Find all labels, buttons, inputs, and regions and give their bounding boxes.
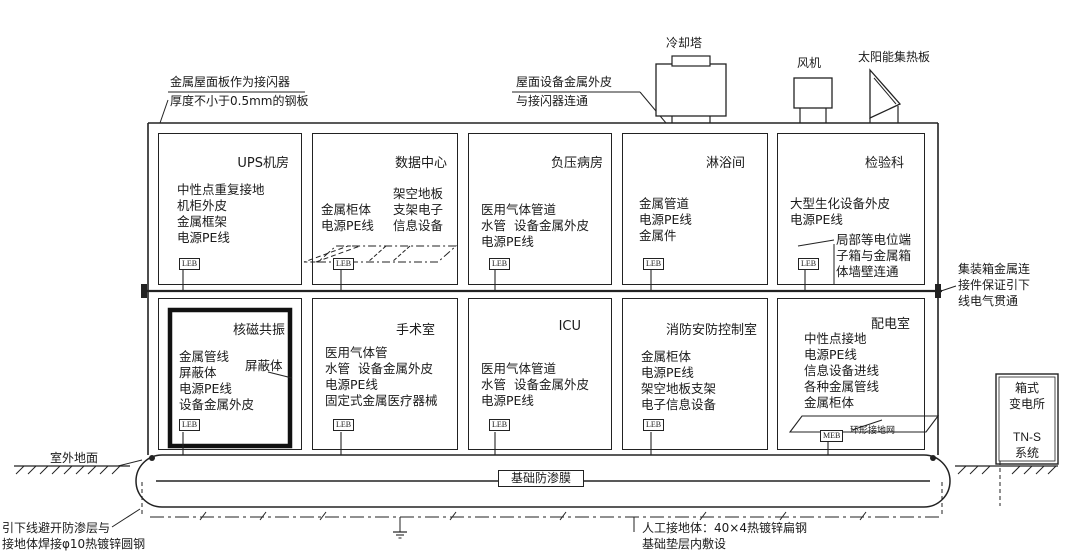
room-items: 金属管道 电源PE线 金属件 <box>639 196 692 243</box>
ring-earth-grid <box>788 415 940 433</box>
leb-box: LEB <box>179 258 201 270</box>
leb-box: LEB <box>179 419 201 431</box>
downconductor-leader <box>111 508 141 528</box>
substation-line1: 箱式 <box>1014 381 1039 395</box>
callout-leader <box>797 239 835 247</box>
electrode-note-line2: 基础垫层内敷设 <box>642 537 727 551</box>
room-data-center: 数据中心 金属柜体 电源PE线 架空地板 支架电子 信息设备 LEB <box>312 133 458 285</box>
leb-box: LEB <box>643 258 665 270</box>
left-connector <box>141 284 147 298</box>
leb-box: LEB <box>333 419 355 431</box>
equip-note-line2: 与接闪器连通 <box>516 94 589 108</box>
cooling-tower-top <box>671 55 711 67</box>
room-items-left: 金属柜体 电源PE线 <box>321 202 374 233</box>
room-items-right: 架空地板 支架电子 信息设备 <box>393 186 444 233</box>
substation-box <box>995 373 1059 465</box>
solar-panel-frame <box>869 68 902 120</box>
leb-box: LEB <box>489 419 511 431</box>
cooling-tower-body <box>655 63 727 117</box>
room-negative-pressure: 负压病房 医用气体管道 水管 设备金属外皮 电源PE线 LEB <box>468 133 612 285</box>
room-items: 大型生化设备外皮 电源PE线 <box>790 196 891 227</box>
equip-note-line1: 屋面设备金属外皮 <box>516 75 613 89</box>
meb-box: MEB <box>820 430 844 442</box>
leb-box: LEB <box>798 258 820 270</box>
room-ups: UPS机房 中性点重复接地 机柜外皮 金属框架 电源PE线 LEB <box>158 133 302 285</box>
room-laboratory: 检验科 大型生化设备外皮 电源PE线 LEB 局部等电位端 子箱与金属箱 体墙壁… <box>777 133 925 285</box>
substation-line3: TN-S <box>1013 430 1041 444</box>
room-items: 医用气体管 水管 设备金属外皮 电源PE线 固定式金属医疗器械 <box>325 345 438 408</box>
room-shower: 淋浴间 金属管道 电源PE线 金属件 LEB <box>622 133 768 285</box>
room-icu: ICU 医用气体管道 水管 设备金属外皮 电源PE线 LEB <box>468 298 612 450</box>
shield-label: 屏蔽体 <box>245 358 283 373</box>
leb-box: LEB <box>333 258 355 270</box>
container-note: 集装箱金属连 接件保证引下 线电气贯通 <box>958 262 1031 308</box>
roof-note-leader <box>159 99 169 124</box>
cooling-tower-label: 冷却塔 <box>666 36 703 50</box>
room-mri: 核磁共振 金属管线 屏蔽体 电源PE线 设备金属外皮 屏蔽体 LEB <box>158 298 302 450</box>
data-floor <box>316 245 458 263</box>
room-title: 核磁共振 <box>232 323 285 338</box>
downconductor-note-line1: 引下线避开防渗层与 <box>2 521 111 535</box>
room-title: 配电室 <box>870 317 910 332</box>
room-title: UPS机房 <box>237 156 289 171</box>
room-operating: 手术室 医用气体管 水管 设备金属外皮 电源PE线 固定式金属医疗器械 LEB <box>312 298 458 450</box>
substation-line4: 系统 <box>1014 446 1039 460</box>
room-items: 医用气体管道 水管 设备金属外皮 电源PE线 <box>481 202 589 249</box>
room-title: 手术室 <box>395 323 435 338</box>
room-title: ICU <box>558 319 581 334</box>
room-items: 医用气体管道 水管 设备金属外皮 电源PE线 <box>481 361 589 408</box>
outdoor-ground-label: 室外地面 <box>50 451 99 465</box>
substation-line2: 变电所 <box>1008 397 1045 411</box>
room-title: 淋浴间 <box>705 156 745 171</box>
room-title: 消防安防控制室 <box>665 323 757 338</box>
room-items: 中性点重复接地 机柜外皮 金属框架 电源PE线 <box>177 182 265 245</box>
downconductor-note-line2: 接地体焊接φ10热镀锌圆钢 <box>2 537 146 551</box>
foundation-membrane-label: 基础防渗膜 <box>498 470 585 487</box>
callout-text: 局部等电位端 子箱与金属箱 体墙壁连通 <box>836 232 912 280</box>
leb-box: LEB <box>489 258 511 270</box>
room-title: 数据中心 <box>394 156 447 171</box>
fan-body <box>793 77 833 109</box>
room-items: 金属管线 屏蔽体 电源PE线 设备金属外皮 <box>179 349 255 412</box>
solar-label: 太阳能集热板 <box>858 50 931 64</box>
room-title: 检验科 <box>864 156 904 171</box>
fan-label: 风机 <box>797 56 822 70</box>
room-title: 负压病房 <box>550 156 603 171</box>
right-connector <box>935 284 941 298</box>
roof-note-line1: 金属屋面板作为接闪器 <box>170 75 291 89</box>
room-items: 金属柜体 电源PE线 架空地板支架 电子信息设备 <box>641 349 717 412</box>
equip-note-leader <box>639 91 667 124</box>
room-fire-control: 消防安防控制室 金属柜体 电源PE线 架空地板支架 电子信息设备 LEB <box>622 298 768 450</box>
room-items: 中性点接地 电源PE线 信息设备进线 各种金属管线 金属柜体 <box>804 331 880 410</box>
leb-box: LEB <box>643 419 665 431</box>
ring-earth-label: 环形接地网 <box>850 426 896 436</box>
room-distribution: 配电室 中性点接地 电源PE线 信息设备进线 各种金属管线 金属柜体 MEB 环… <box>777 298 925 450</box>
roof-note-line2: 厚度不小于0.5mm的钢板 <box>170 94 309 108</box>
electrode-note-line1: 人工接地体：40×4热镀锌扁钢 <box>642 521 807 535</box>
